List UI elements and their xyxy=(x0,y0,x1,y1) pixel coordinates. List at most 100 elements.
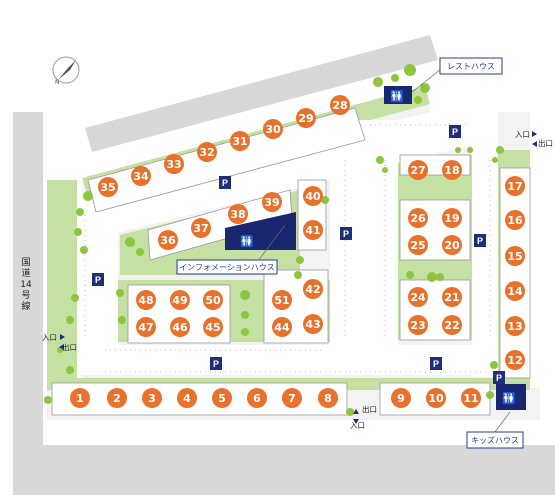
road-name-char: 道 xyxy=(21,267,30,279)
stall-12[interactable]: 12 xyxy=(505,350,525,370)
stall-marker xyxy=(303,220,323,240)
stall-marker xyxy=(391,388,411,408)
bottom-exit-label: 出口 xyxy=(362,404,377,414)
parking-lines xyxy=(84,124,491,373)
stall-number: 30 xyxy=(265,123,281,136)
stall-5[interactable]: 5 xyxy=(212,388,232,408)
stall-37[interactable]: 37 xyxy=(191,218,211,238)
stall-18[interactable]: 18 xyxy=(442,160,462,180)
stall-31[interactable]: 31 xyxy=(230,131,250,151)
stall-48[interactable]: 48 xyxy=(136,290,156,310)
stall-10[interactable]: 10 xyxy=(426,388,446,408)
stall-15[interactable]: 15 xyxy=(505,246,525,266)
restroom-icon: 🚻 xyxy=(390,90,404,103)
stall-32[interactable]: 32 xyxy=(197,142,217,162)
tree xyxy=(486,391,494,399)
stall-34[interactable]: 34 xyxy=(131,166,151,186)
stall-42[interactable]: 42 xyxy=(303,279,323,299)
stall-8[interactable]: 8 xyxy=(318,388,338,408)
stall-marker xyxy=(170,290,190,310)
tree xyxy=(44,396,52,404)
stall-number: 7 xyxy=(288,392,296,405)
stall-19[interactable]: 19 xyxy=(442,208,462,228)
lower-road xyxy=(13,445,555,495)
stall-16[interactable]: 16 xyxy=(505,210,525,230)
parking-symbol: P xyxy=(95,275,101,285)
stall-6[interactable]: 6 xyxy=(247,388,267,408)
stall-11[interactable]: 11 xyxy=(461,388,481,408)
stall-43[interactable]: 43 xyxy=(303,314,323,334)
stall-45[interactable]: 45 xyxy=(203,317,223,337)
stall-50[interactable]: 50 xyxy=(203,290,223,310)
tree xyxy=(406,271,414,279)
stall-marker xyxy=(330,95,350,115)
stall-number: 48 xyxy=(138,294,153,307)
rest-house-building xyxy=(384,86,412,104)
stall-35[interactable]: 35 xyxy=(98,177,118,197)
stall-marker xyxy=(247,388,267,408)
stall-number: 13 xyxy=(507,320,522,333)
stall-13[interactable]: 13 xyxy=(505,316,525,336)
left-entrance-arrow xyxy=(60,334,65,340)
tree xyxy=(296,256,304,264)
stall-39[interactable]: 39 xyxy=(262,192,282,212)
stall-3[interactable]: 3 xyxy=(142,388,162,408)
stall-49[interactable]: 49 xyxy=(170,290,190,310)
stall-27[interactable]: 27 xyxy=(408,160,428,180)
stall-1[interactable]: 1 xyxy=(70,388,90,408)
stall-44[interactable]: 44 xyxy=(272,317,292,337)
parking-symbol: P xyxy=(222,178,228,188)
stall-number: 2 xyxy=(113,392,121,405)
stall-number: 32 xyxy=(199,146,214,159)
stall-33[interactable]: 33 xyxy=(164,154,184,174)
stall-number: 12 xyxy=(507,354,522,367)
stall-9[interactable]: 9 xyxy=(391,388,411,408)
parking-symbol: P xyxy=(343,229,349,239)
parking-sign: P xyxy=(474,234,486,247)
parking-sign: P xyxy=(210,357,222,370)
tree xyxy=(321,196,329,204)
stall-51[interactable]: 51 xyxy=(272,290,292,310)
stall-26[interactable]: 26 xyxy=(408,208,428,228)
stall-36[interactable]: 36 xyxy=(158,230,178,250)
stall-marker xyxy=(408,235,428,255)
stall-20[interactable]: 20 xyxy=(442,235,462,255)
stall-21[interactable]: 21 xyxy=(442,287,462,307)
stall-47[interactable]: 47 xyxy=(136,317,156,337)
parking-sign: P xyxy=(493,371,505,384)
rest-house-label: レストハウス xyxy=(447,62,495,71)
stall-marker xyxy=(303,186,323,206)
restroom-icon: 🚻 xyxy=(502,392,516,405)
stall-marker xyxy=(131,166,151,186)
stall-29[interactable]: 29 xyxy=(296,108,316,128)
stall-28[interactable]: 28 xyxy=(330,95,350,115)
parking-sign-box xyxy=(493,371,505,384)
stall-30[interactable]: 30 xyxy=(263,119,283,139)
stall-24[interactable]: 24 xyxy=(408,287,428,307)
stall-17[interactable]: 17 xyxy=(505,176,525,196)
stall-number: 3 xyxy=(148,392,156,405)
stall-7[interactable]: 7 xyxy=(282,388,302,408)
stall-46[interactable]: 46 xyxy=(170,317,190,337)
tree xyxy=(427,272,437,282)
stall-marker xyxy=(263,119,283,139)
driveway-bottom xyxy=(82,345,497,375)
tree xyxy=(66,316,74,324)
tree xyxy=(382,167,388,173)
stall-14[interactable]: 14 xyxy=(505,281,525,301)
national-route-14 xyxy=(13,112,43,495)
stall-25[interactable]: 25 xyxy=(408,235,428,255)
stall-22[interactable]: 22 xyxy=(442,315,462,335)
stall-4[interactable]: 4 xyxy=(177,388,197,408)
stall-number: 34 xyxy=(133,170,149,183)
stall-marker xyxy=(142,388,162,408)
stall-2[interactable]: 2 xyxy=(107,388,127,408)
parking-sign-box xyxy=(474,234,486,247)
right-entrance-label: 入口 xyxy=(515,130,530,139)
stall-38[interactable]: 38 xyxy=(228,204,248,224)
stall-number: 41 xyxy=(305,224,320,237)
stall-41[interactable]: 41 xyxy=(303,220,323,240)
stall-40[interactable]: 40 xyxy=(303,186,323,206)
stall-number: 43 xyxy=(305,318,320,331)
stall-23[interactable]: 23 xyxy=(408,315,428,335)
